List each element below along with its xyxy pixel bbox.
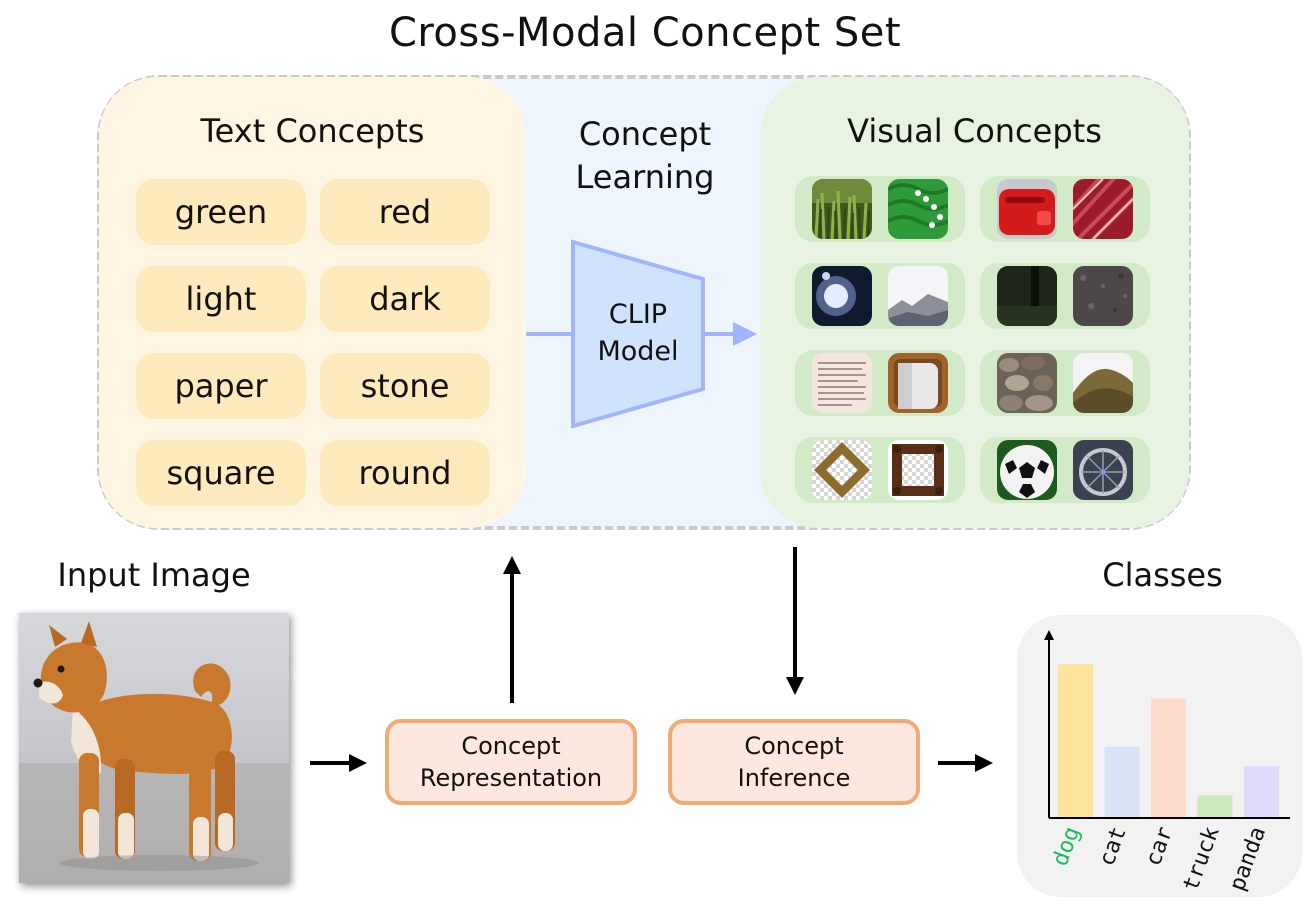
text-concept-chip: dark <box>320 266 490 332</box>
bar-truck <box>1197 795 1233 818</box>
concept-learning-line1: Concept <box>578 115 712 153</box>
concept-representation-box: Concept Representation <box>385 719 637 805</box>
concept-representation-line1: Concept <box>461 732 561 760</box>
dark-forest-thumbnail <box>996 266 1057 326</box>
clip-model-line2: Model <box>597 336 679 367</box>
red-toaster-thumbnail <box>996 179 1057 239</box>
stone-pile-thumbnail <box>996 353 1057 413</box>
text-concept-chip: stone <box>320 353 490 419</box>
concept-inference-box: Concept Inference <box>668 719 920 805</box>
red-fabric-thumbnail <box>1073 179 1134 239</box>
input-image-label: Input Image <box>57 556 251 594</box>
text-concept-chip: green <box>136 179 306 245</box>
diagram-title: Cross-Modal Concept Set <box>388 10 902 56</box>
text-concept-chip: red <box>320 179 490 245</box>
grass-texture-thumbnail <box>811 179 872 239</box>
clip-model-line1: CLIP <box>608 299 668 330</box>
visual-concept-pair-square <box>795 437 965 503</box>
green-knit-thumbnail <box>888 179 949 239</box>
concept-inference-line2: Inference <box>737 764 851 792</box>
visual-concept-pair-green <box>795 176 965 242</box>
visual-concepts-title: Visual Concepts <box>847 112 1102 150</box>
bar-dog <box>1058 664 1093 818</box>
grassy-hill-thumbnail <box>1073 353 1134 413</box>
tick-label-dog: dog <box>1048 824 1085 870</box>
tick-label-car: car <box>1141 824 1178 870</box>
tick-label-cat: cat <box>1095 824 1132 870</box>
text-concept-chip: square <box>136 440 306 506</box>
tick-label-panda: panda <box>1225 824 1271 895</box>
text-concept-chip: paper <box>136 353 306 419</box>
tick-label-truck: truck <box>1178 824 1224 895</box>
classes-label: Classes <box>1102 556 1223 594</box>
clip-model-shape <box>571 239 705 429</box>
mountain-sky-thumbnail <box>888 266 949 326</box>
printed-paper-thumbnail <box>811 353 872 413</box>
wheelchair-wheel-thumbnail <box>1073 440 1134 500</box>
concept-inference-line1: Concept <box>744 732 844 760</box>
visual-concept-pair-red <box>980 176 1150 242</box>
soccer-ball-thumbnail <box>996 440 1057 500</box>
visual-concept-pair-stone <box>980 350 1150 416</box>
bar-cat <box>1104 746 1140 818</box>
text-concept-chip: round <box>320 440 490 506</box>
input-dog-photo <box>19 613 289 883</box>
dark-gravel-thumbnail <box>1073 266 1134 326</box>
paper-towel-thumbnail <box>888 353 949 413</box>
visual-concept-pair-paper <box>795 350 965 416</box>
text-concepts-title: Text Concepts <box>200 112 425 150</box>
shiba-dog-image <box>19 613 289 883</box>
bar-panda <box>1244 766 1279 818</box>
light-flare-thumbnail <box>811 266 872 326</box>
concept-learning-line2: Learning <box>575 158 715 196</box>
clip-model-label: CLIP Model <box>573 296 703 370</box>
clip-output-arrowhead <box>733 322 757 346</box>
visual-concept-pair-round <box>980 437 1150 503</box>
square-wood-frame-thumbnail <box>888 440 949 500</box>
y-axis-arrowhead <box>1044 630 1054 640</box>
square-frame-checker-thumbnail <box>811 440 872 500</box>
text-concept-chip: light <box>136 266 306 332</box>
concept-learning-label: Concept Learning <box>545 113 745 199</box>
visual-concept-pair-light <box>795 263 965 329</box>
visual-concept-pair-dark <box>980 263 1150 329</box>
bar-car <box>1151 698 1186 818</box>
concept-representation-line2: Representation <box>419 764 603 792</box>
